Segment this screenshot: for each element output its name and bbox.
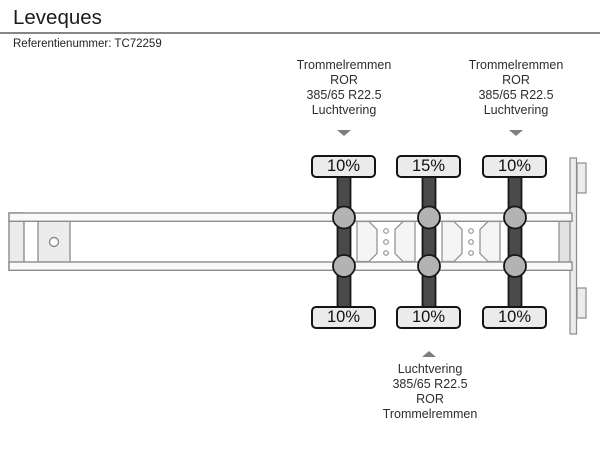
- axle-bar-2: [421, 176, 437, 309]
- axle2-spec-annotation: Luchtvering 385/65 R22.5 ROR Trommelremm…: [348, 362, 512, 422]
- page-title: Leveques: [13, 6, 102, 29]
- annotation-line: ROR: [416, 392, 444, 406]
- chassis-rail-top: [8, 212, 573, 223]
- axle-hub: [503, 205, 527, 230]
- axle-hubs: [332, 205, 527, 278]
- axle1-top-load-badge: 10%: [311, 155, 376, 178]
- rear-light-bottom: [576, 287, 587, 319]
- axle-hub: [417, 205, 441, 230]
- arrow-down-icon: [509, 130, 523, 136]
- annotation-line: 385/65 R22.5: [392, 377, 468, 391]
- arrow-up-icon: [422, 351, 436, 357]
- lightening-holes: [383, 228, 474, 256]
- kingpin: [48, 236, 60, 248]
- axle3-top-load-badge: 10%: [482, 155, 547, 178]
- crossmember-panel: [356, 220, 378, 263]
- annotation-line: Trommelremmen: [468, 58, 564, 72]
- annotation-line: Trommelremmen: [382, 407, 478, 421]
- annotation-line: 385/65 R22.5: [306, 88, 382, 102]
- annotation-line: 385/65 R22.5: [478, 88, 554, 102]
- header-divider: [0, 32, 600, 34]
- annotation-line: ROR: [330, 73, 358, 87]
- axle-hub: [503, 254, 527, 278]
- axle-hub: [332, 254, 356, 278]
- annotation-line: Trommelremmen: [296, 58, 392, 72]
- crossmember-panel: [441, 220, 463, 263]
- reference-number: Referentienummer: TC72259: [13, 38, 162, 50]
- axle-hub: [417, 254, 441, 278]
- axle1-bottom-load-badge: 10%: [311, 306, 376, 329]
- rear-bumper-bar: [569, 157, 578, 335]
- axle2-bottom-load-badge: 10%: [396, 306, 461, 329]
- axle-hub: [332, 205, 356, 230]
- crossmember-panel: [479, 220, 501, 263]
- annotation-line: ROR: [502, 73, 530, 87]
- axle1-spec-annotation: Trommelremmen ROR 385/65 R22.5 Luchtveri…: [262, 58, 426, 118]
- annotation-line: Luchtvering: [397, 362, 463, 376]
- axle-bar-3: [507, 176, 523, 309]
- axle3-bottom-load-badge: 10%: [482, 306, 547, 329]
- crossmember-panel: [394, 220, 416, 263]
- rear-light-top: [576, 162, 587, 194]
- annotation-line: Luchtvering: [311, 103, 377, 117]
- axle3-spec-annotation: Trommelremmen ROR 385/65 R22.5 Luchtveri…: [434, 58, 598, 118]
- axle2-top-load-badge: 15%: [396, 155, 461, 178]
- axle-bar-1: [336, 176, 352, 309]
- annotation-line: Luchtvering: [483, 103, 549, 117]
- arrow-down-icon: [337, 130, 351, 136]
- chassis-rail-bottom: [8, 261, 573, 272]
